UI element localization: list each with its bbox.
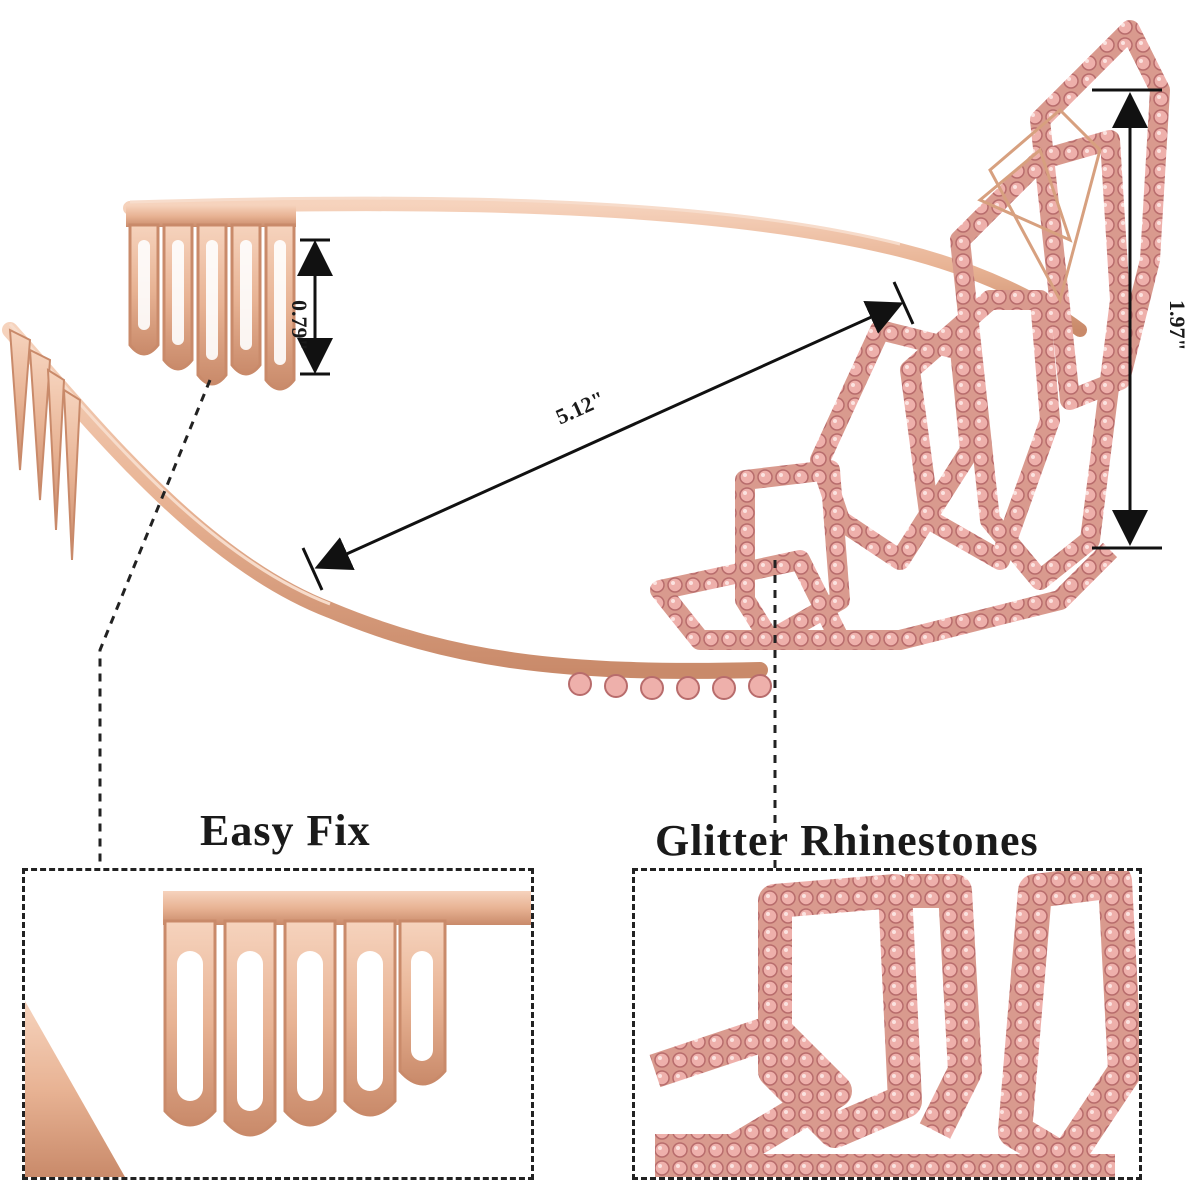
crown-gold-frame [977,107,1102,305]
band-span-dimension [301,281,915,591]
front-band [2,322,768,679]
rhinestone-closeup-image [649,871,1139,1177]
glitter-rhinestones-caption: Glitter Rhinestones [655,816,1039,865]
comb-closeup-image [25,891,531,1177]
crown-height-dimension [1092,88,1162,550]
back-band [123,196,1087,337]
back-comb [126,205,296,391]
rhinestone-closeup-panel [632,868,1142,1180]
leader-lines [98,379,777,870]
comb-height-label: 0.79" [287,300,312,351]
front-comb [8,328,82,561]
band-rhinestones [568,672,772,700]
crown-height-label: 1.97" [1165,300,1190,351]
crown [650,20,1170,650]
comb-closeup-panel [22,868,534,1180]
easy-fix-caption: Easy Fix [200,806,371,855]
